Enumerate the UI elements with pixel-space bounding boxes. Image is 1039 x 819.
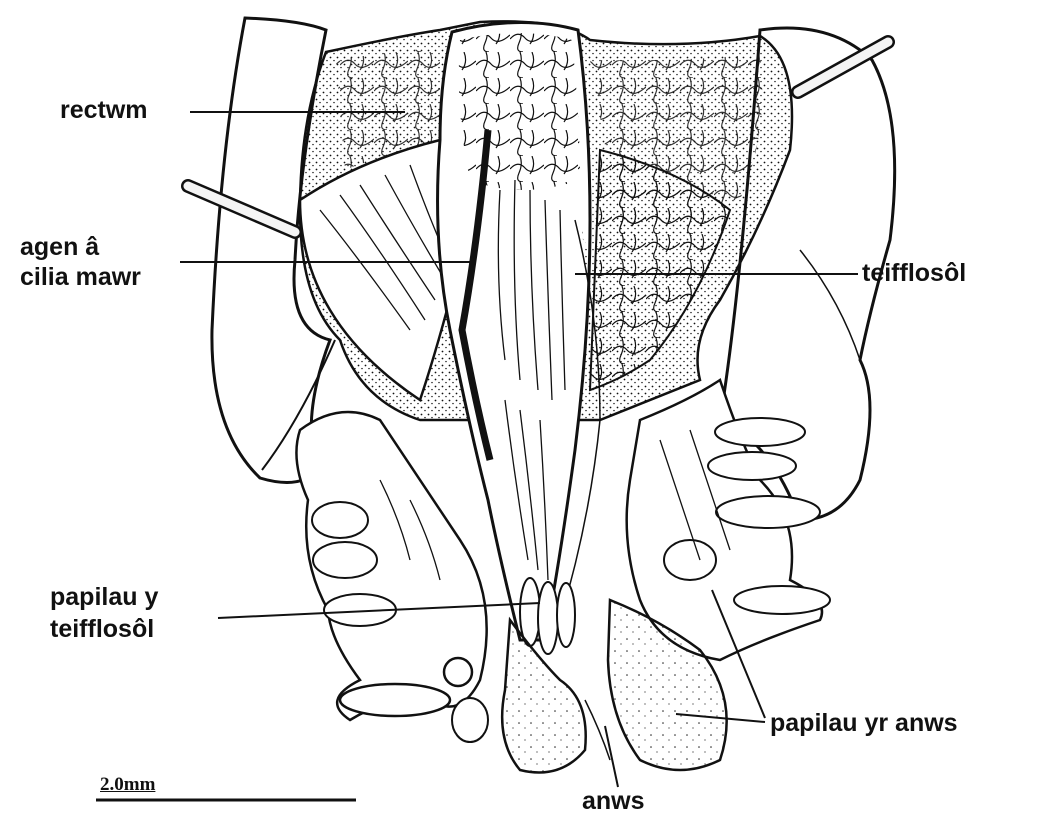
label-rectum: rectwm <box>60 95 148 125</box>
label-anal-papillae: papilau yr anws <box>770 708 958 738</box>
label-vane-line2: cilia mawr <box>20 262 141 292</box>
leader-anus <box>605 726 618 787</box>
label-phallosome: teifflosôl <box>862 258 966 288</box>
left-anal-papillae <box>296 412 488 742</box>
scale-bar-label: 2.0mm <box>100 774 155 796</box>
label-phallosome-papillae-line2: teifflosôl <box>50 614 154 644</box>
label-anus: anws <box>582 786 645 816</box>
label-phallosome-papillae-line1: papilau y <box>50 582 158 612</box>
label-vane-line1: agen â <box>20 232 99 262</box>
